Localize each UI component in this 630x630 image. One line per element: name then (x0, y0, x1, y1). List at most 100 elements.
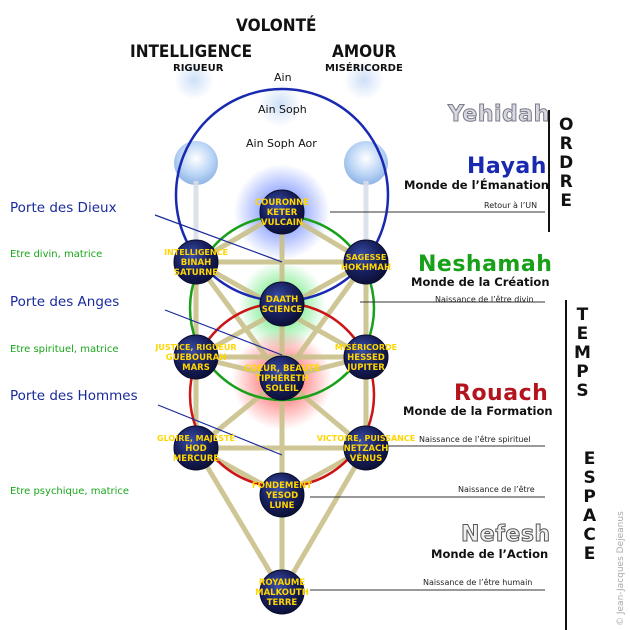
node-netzach-sphere (343, 425, 389, 471)
ordre-letter-4: E (560, 191, 573, 211)
header-volonte: VOLONTÉ (236, 16, 317, 36)
node-tipheret-line-1: TIPHÉRETH (255, 372, 308, 384)
node-binah-line-2: SATURNE (174, 268, 218, 278)
porte-hommes: Porte des Hommes (10, 388, 138, 404)
temps-letter-0: T (576, 305, 589, 325)
node-yesod-line-0: FONDEMENT (252, 481, 312, 491)
ordre-letter-3: R (559, 172, 573, 192)
espace-letter-2: P (583, 487, 596, 507)
rouach-note: Naissance de l’être spirituel (419, 435, 531, 444)
ain-sphere-right-top (344, 60, 384, 100)
leader-lines (310, 211, 545, 591)
node-hod-line-2: MERCURE (173, 454, 219, 464)
ain-soph-aor-label: Ain Soph Aor (246, 137, 317, 150)
espace-letter-3: A (583, 506, 597, 526)
ain-label: Ain (274, 71, 292, 84)
hayah-note: Retour à l’UN (484, 201, 538, 210)
node-geburah-line-2: MARS (182, 363, 210, 373)
ain-sphere-right (344, 141, 388, 185)
node-hessed-line-2: JUPITER (346, 363, 385, 373)
porte-dieux: Porte des Dieux (10, 200, 117, 216)
temps-letter-1: E (576, 324, 589, 344)
node-hessed-line-0: MISÉRICORDE (335, 341, 397, 352)
node-hessed-sphere (343, 334, 389, 380)
node-geburah-line-1: GUEBOURAH (166, 353, 227, 363)
espace-letter-4: C (583, 525, 596, 545)
node-malkout-line-0: ROYAUME (259, 578, 305, 588)
ain-sphere-center (258, 83, 302, 127)
node-tipheret-line-2: SOLEIL (265, 384, 299, 394)
etre-psychique: Etre psychique, matrice (10, 486, 130, 497)
ain-sphere-left-top (174, 60, 214, 100)
node-binah-line-0: INTELLIGENCE (164, 248, 228, 257)
porte-hommes-pointer (157, 404, 283, 456)
level-nefesh: Nefesh (461, 522, 551, 547)
espace-letter-1: S (583, 468, 596, 488)
node-geburah-line-0: JUSTICE, RIGUEUR (154, 343, 236, 352)
node-hessed-line-1: HESSED (347, 353, 385, 363)
node-malkout-line-1: MALKOUTH (255, 588, 309, 598)
node-hod-line-1: HOD (185, 444, 206, 454)
node-binah-sphere (173, 239, 219, 285)
level-hayah: Hayah (467, 154, 547, 179)
nefesh-monde: Monde de l’Action (431, 547, 549, 561)
node-netzach-line-0: VICTOIRE, PUISSANCE (317, 434, 415, 443)
ordre-letter-0: O (559, 115, 574, 135)
node-hokhmah-sphere (343, 239, 389, 285)
nefesh-note: Naissance de l’être humain (423, 578, 533, 587)
path-netzach-malkout (279, 446, 369, 594)
node-daath-line-1: SCIENCE (262, 305, 303, 315)
node-netzach-line-2: VÉNUS (350, 452, 383, 464)
rouach-monde: Monde de la Formation (403, 404, 553, 418)
neshamah-note: Naissance de l’être divin (435, 295, 534, 304)
node-daath-line-0: DAATH (266, 295, 298, 305)
node-keter-line-2: VULCAIN (261, 218, 303, 228)
path-hod-malkout (193, 446, 285, 594)
header-amour: AMOUR (332, 42, 397, 62)
temps-letter-2: M (574, 343, 591, 363)
etre-spirituel: Etre spirituel, matrice (10, 344, 119, 355)
side-separators (548, 110, 567, 630)
node-yesod-line-2: LUNE (270, 501, 295, 511)
header-intelligence: INTELLIGENCE (130, 42, 253, 62)
temps-letter-4: S (576, 381, 589, 401)
node-yesod-sphere (259, 472, 305, 518)
node-keter-line-1: KETER (267, 208, 298, 218)
espace-note: Naissance de l’être (458, 485, 535, 494)
node-binah-line-1: BINAH (181, 258, 211, 268)
node-malkout-line-2: TERRE (267, 598, 298, 608)
header-misericorde: MISÉRICORDE (325, 63, 403, 74)
espace-letter-0: E (583, 449, 596, 469)
node-hokhmah-line-0: SAGESSE (346, 253, 387, 262)
node-daath-sphere (259, 281, 305, 327)
level-neshamah: Neshamah (418, 252, 553, 277)
neshamah-monde: Monde de la Création (411, 275, 550, 289)
node-tipheret-line-0: COEUR, BEAUTÉ (244, 362, 320, 374)
node-malkout-sphere (259, 569, 305, 615)
node-geburah-sphere (173, 334, 219, 380)
hayah-monde: Monde de l’Émanation (404, 178, 549, 192)
porte-anges: Porte des Anges (10, 294, 120, 310)
etre-divin: Etre divin, matrice (10, 249, 103, 260)
node-yesod-line-1: YESOD (265, 491, 298, 501)
node-keter-sphere (259, 189, 305, 235)
node-hod-line-0: GLOIRE, MAJESTÉ (157, 432, 235, 443)
level-rouach: Rouach (454, 381, 549, 406)
ordre-letter-1: R (559, 134, 573, 154)
node-tipheret-sphere (259, 355, 305, 401)
